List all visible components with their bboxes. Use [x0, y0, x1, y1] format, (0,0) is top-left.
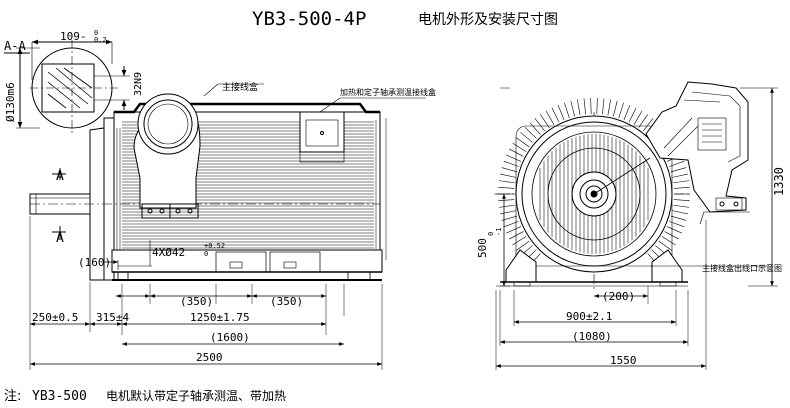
dim-250: 250±0.5 [32, 311, 78, 324]
dim-200: (200) [602, 290, 635, 303]
dim-900: 900±2.1 [566, 310, 612, 323]
box-outlet-label: 主接线盒出线口示意图 [702, 263, 782, 273]
foot-holes-tol-lower: 0 [204, 250, 208, 258]
title-model: YB3-500-4P [252, 8, 366, 30]
side-view [29, 83, 426, 370]
left-foot [505, 249, 537, 283]
section-label: A-A [4, 39, 26, 53]
foot-holes-tol-upper: +0.52 [204, 242, 225, 250]
dim-1330: 1330 [772, 167, 786, 196]
dim-1550: 1550 [610, 354, 637, 367]
end-dimensions [496, 88, 774, 368]
section-marker-bottom: A [56, 231, 64, 246]
foot-holes-dim: 4XØ42 [152, 246, 185, 259]
key-tol-lower: 0.2 [94, 36, 107, 44]
dim-1600: (1600) [210, 331, 250, 344]
section-a-a: A-A [4, 39, 130, 136]
keyway-dim: 32N9 [133, 72, 144, 96]
main-terminal-box-cover [137, 93, 199, 155]
key-width-dim: 109- [60, 30, 87, 43]
dim-500-tol-lower: -1 [495, 228, 503, 236]
dim-350-right: (350) [270, 295, 303, 308]
note-prefix: 注: [4, 389, 21, 404]
shaft-diameter-dim: Ø130m6 [4, 82, 17, 122]
aux-box-label: 加热和定子轴承测温接线盒 [340, 87, 436, 97]
dim-1080: (1080) [572, 330, 612, 343]
dim-160: (160) [78, 256, 111, 269]
dim-500-tol-upper: 0 [487, 232, 495, 236]
dim-350-left: (350) [180, 295, 213, 308]
key-tol-upper: 0 [94, 29, 98, 37]
dim-2500: 2500 [196, 351, 223, 364]
dim-500: 500 [476, 238, 489, 258]
main-box-label: 主接线盒 [222, 81, 258, 93]
side-dimensions [29, 260, 382, 366]
end-view-terminal-box [645, 81, 749, 213]
title-description: 电机外形及安装尺寸图 [418, 12, 558, 28]
end-view [494, 81, 778, 370]
dim-315: 315±4 [96, 311, 129, 324]
note-model: YB3-500 [32, 389, 87, 404]
dim-1250: 1250±1.75 [190, 311, 250, 324]
note-text: 电机默认带定子轴承测温、带加热 [106, 388, 286, 403]
section-marker-top: A [56, 169, 64, 184]
